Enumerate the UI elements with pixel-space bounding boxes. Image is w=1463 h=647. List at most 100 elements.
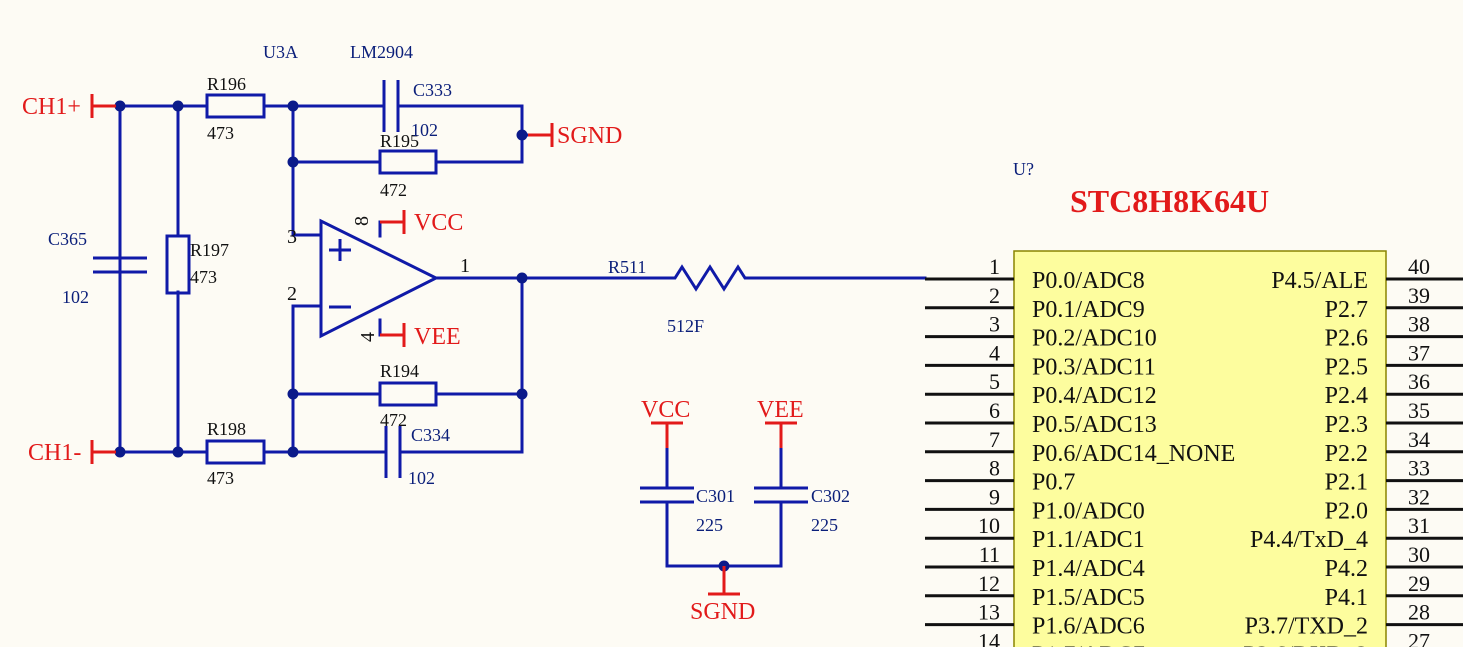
mcu-pin-name: P2.4 [1325, 383, 1368, 409]
c365-value: 102 [62, 287, 89, 307]
mcu-pins: 1P0.0/ADC82P0.1/ADC93P0.2/ADC104P0.3/ADC… [925, 254, 1463, 647]
mcu-pin-number: 6 [989, 398, 1000, 423]
r194-value: 472 [380, 410, 407, 430]
mcu-pin-name: P4.5/ALE [1271, 268, 1368, 294]
wires [90, 104, 927, 574]
resistor-body [378, 149, 438, 175]
mcu-pin-name: P1.5/ADC5 [1032, 585, 1145, 611]
mcu-pin-number: 7 [989, 427, 1000, 452]
opamp-part-number: LM2904 [350, 42, 413, 62]
resistor-r511[interactable]: R511 512F [608, 257, 752, 336]
port-vcc-decoupling[interactable]: VCC [641, 397, 690, 448]
mcu-pin-name: P2.1 [1325, 470, 1368, 496]
r195-ref: R195 [380, 131, 419, 151]
vee-label: VEE [414, 324, 461, 350]
mcu-pin-number: 29 [1408, 571, 1430, 596]
resistor-body [205, 439, 266, 465]
mcu-pin-number: 1 [989, 254, 1000, 279]
mcu-pin-name: P3.7/TXD_2 [1245, 614, 1368, 640]
resistor-body [205, 93, 266, 119]
mcu-pin-number: 3 [989, 312, 1000, 337]
port-sgnd-bottom[interactable]: SGND [690, 566, 755, 625]
mcu-part-number: STC8H8K64U [1070, 183, 1269, 219]
mcu-pin-name: P4.4/TxD_4 [1250, 527, 1368, 553]
port-sgnd-top[interactable]: SGND [528, 123, 622, 149]
mcu-pin-number: 32 [1408, 484, 1430, 509]
mcu-pin-name: P3.6/RXD_2 [1243, 642, 1368, 647]
opamp-pin-3: 3 [287, 226, 297, 248]
mcu-pin-number: 36 [1408, 369, 1430, 394]
r196-value: 473 [207, 123, 234, 143]
r198-ref: R198 [207, 419, 246, 439]
mcu-pin-name: P2.3 [1325, 412, 1368, 438]
mcu-pin-number: 35 [1408, 398, 1430, 423]
mcu-pin-number: 8 [989, 456, 1000, 481]
mcu-pin-name: P1.4/ADC4 [1032, 556, 1145, 582]
junction-dot [172, 446, 184, 458]
mcu-pin-name: P4.2 [1325, 556, 1368, 582]
junctions [114, 100, 730, 572]
resistor-body [378, 381, 438, 407]
junction-dot [287, 100, 299, 112]
resistor-r196[interactable]: R196 473 [205, 74, 266, 143]
r511-ref: R511 [608, 257, 646, 277]
opamp-pin-1: 1 [460, 255, 470, 277]
resistor-r195[interactable]: R195 472 [378, 131, 438, 200]
c334-value: 102 [408, 468, 435, 488]
vcc-label: VCC [641, 397, 690, 423]
junction-dot [516, 272, 528, 284]
resistor-r197[interactable]: R197 473 [165, 234, 229, 295]
opamp-triangle [319, 218, 440, 339]
opamp-pin-2: 2 [287, 283, 297, 305]
mcu-pin-name: P2.0 [1325, 498, 1368, 524]
mcu-pin-name: P0.7 [1032, 470, 1075, 496]
junction-dot [114, 446, 126, 458]
mcu-pin-number: 27 [1408, 628, 1430, 647]
capacitor-c334[interactable]: C334 102 [384, 425, 450, 488]
capacitor-c302[interactable]: C302 225 [754, 486, 850, 535]
mcu-pin-name: P1.0/ADC0 [1032, 498, 1145, 524]
port-vcc-opamp[interactable]: VCC [380, 210, 463, 236]
c333-ref: C333 [413, 80, 452, 100]
capacitor-c333[interactable]: C333 102 [382, 80, 452, 140]
capacitor-c301[interactable]: C301 225 [640, 486, 735, 535]
port-vee-opamp[interactable]: VEE [380, 323, 461, 350]
junction-dot [516, 129, 528, 141]
mcu-pin-number: 38 [1408, 312, 1430, 337]
r511-value: 512F [667, 316, 704, 336]
mcu-pin-name: P1.7/ADC7 [1032, 642, 1145, 647]
junction-dot [516, 388, 528, 400]
mcu-pin-number: 37 [1408, 340, 1430, 365]
r198-value: 473 [207, 468, 234, 488]
mcu-pin-number: 10 [978, 513, 1000, 538]
port-ch1-minus[interactable]: CH1- [28, 440, 116, 466]
opamp-pin-8: 8 [351, 216, 373, 226]
r195-value: 472 [380, 180, 407, 200]
r196-ref: R196 [207, 74, 246, 94]
port-ch1-plus[interactable]: CH1+ [22, 94, 116, 120]
resistor-zigzag [668, 264, 752, 292]
port-vee-decoupling[interactable]: VEE [757, 397, 804, 448]
mcu-pin-number: 13 [978, 600, 1000, 625]
mcu-pin-number: 5 [989, 369, 1000, 394]
c334-ref: C334 [411, 425, 450, 445]
c302-ref: C302 [811, 486, 850, 506]
mcu-pin-number: 31 [1408, 513, 1430, 538]
resistor-r198[interactable]: R198 473 [205, 419, 266, 488]
mcu-pin-name: P1.1/ADC1 [1032, 527, 1145, 553]
junction-dot [287, 156, 299, 168]
mcu-pin-number: 2 [989, 283, 1000, 308]
mcu-pin-name: P0.0/ADC8 [1032, 268, 1145, 294]
opamp-u3a[interactable]: U3A LM2904 3 2 1 8 4 [263, 42, 470, 342]
junction-dot [287, 388, 299, 400]
resistor-r194[interactable]: R194 472 [378, 361, 438, 430]
mcu-stc8h8k64u[interactable]: U? STC8H8K64U 1P0.0/ADC82P0.1/ADC93P0.2/… [925, 159, 1463, 647]
ch1-minus-label: CH1- [28, 440, 81, 466]
junction-dot [287, 446, 299, 458]
capacitor-c365[interactable]: C365 102 [48, 229, 147, 307]
mcu-pin-name: P0.4/ADC12 [1032, 383, 1157, 409]
mcu-body [1013, 250, 1387, 647]
mcu-pin-name: P2.5 [1325, 354, 1368, 380]
mcu-pin-number: 33 [1408, 456, 1430, 481]
mcu-designator: U? [1013, 159, 1034, 179]
